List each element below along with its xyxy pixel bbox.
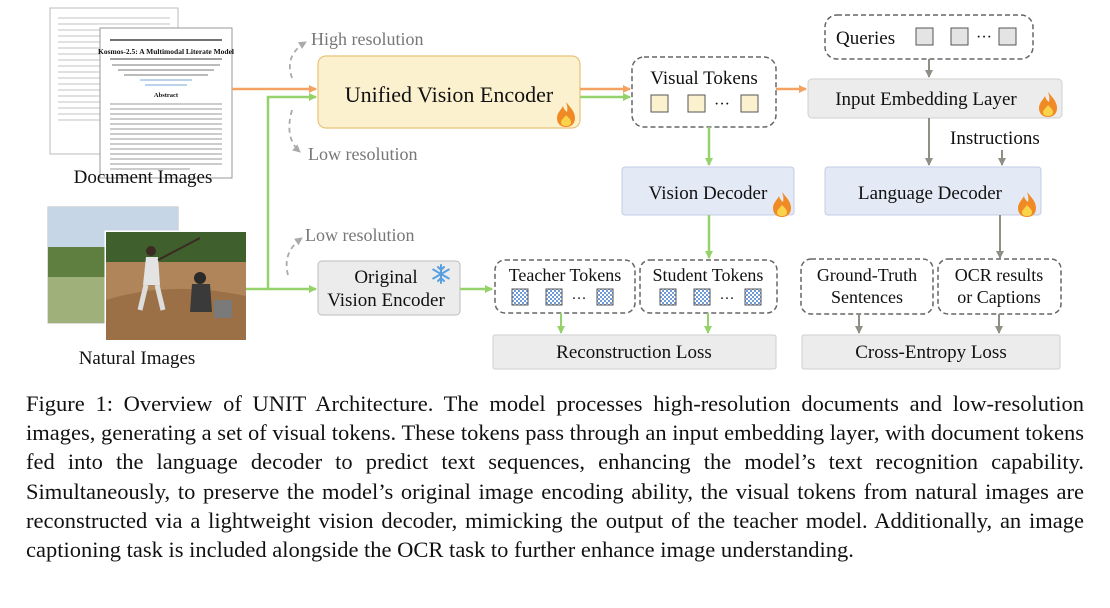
teacher-token bbox=[511, 288, 529, 306]
original-vision-encoder: Original Vision Encoder bbox=[317, 260, 461, 316]
doc-paper-section: Abstract bbox=[154, 92, 179, 99]
student-tokens-ellipsis: ··· bbox=[720, 291, 735, 307]
query-token bbox=[950, 27, 969, 46]
low-resolution-label-top: Low resolution bbox=[308, 144, 418, 164]
ground-truth-line2: Sentences bbox=[831, 287, 903, 307]
ocr-line2: or Captions bbox=[957, 287, 1041, 307]
ocr-results-or-captions: OCR results or Captions bbox=[937, 258, 1062, 315]
teacher-tokens: Teacher Tokens ··· bbox=[494, 259, 636, 314]
low-resolution-arc-bottom bbox=[285, 237, 303, 276]
original-encoder-line1: Original bbox=[354, 267, 417, 288]
student-tokens-label: Student Tokens bbox=[653, 265, 764, 285]
language-decoder: Language Decoder bbox=[824, 166, 1042, 217]
visual-token bbox=[650, 94, 669, 113]
cross-entropy-loss: Cross-Entropy Loss bbox=[801, 334, 1061, 370]
natural-images bbox=[47, 206, 248, 342]
unified-vision-encoder: Unified Vision Encoder bbox=[317, 55, 581, 129]
teacher-tokens-ellipsis: ··· bbox=[572, 291, 587, 307]
student-token bbox=[693, 288, 711, 306]
ground-truth-sentences: Ground-Truth Sentences bbox=[800, 258, 934, 315]
ground-truth-line1: Ground-Truth bbox=[817, 265, 917, 285]
reconstruction-loss: Reconstruction Loss bbox=[492, 334, 777, 370]
vision-decoder-label: Vision Decoder bbox=[649, 183, 768, 204]
low-resolution-label-bottom: Low resolution bbox=[305, 225, 415, 245]
student-token bbox=[659, 288, 677, 306]
original-encoder-line2: Vision Encoder bbox=[327, 290, 445, 311]
high-resolution-label: High resolution bbox=[311, 29, 424, 49]
instructions-label: Instructions bbox=[950, 128, 1040, 149]
teacher-tokens-label: Teacher Tokens bbox=[509, 265, 622, 285]
query-token bbox=[915, 27, 934, 46]
student-token bbox=[744, 288, 762, 306]
unified-vision-encoder-label: Unified Vision Encoder bbox=[345, 82, 554, 107]
snowflake-icon bbox=[432, 264, 450, 284]
high-resolution-arc bbox=[288, 41, 307, 79]
queries-ellipsis: ··· bbox=[976, 29, 992, 46]
ocr-line1: OCR results bbox=[955, 265, 1044, 285]
document-images: Kosmos-2.5: A Multimodal Literate Model … bbox=[49, 7, 234, 179]
input-embedding-label: Input Embedding Layer bbox=[835, 89, 1017, 110]
document-images-label: Document Images bbox=[74, 167, 213, 188]
language-decoder-label: Language Decoder bbox=[858, 183, 1003, 204]
vision-decoder: Vision Decoder bbox=[621, 166, 795, 217]
visual-token bbox=[740, 94, 759, 113]
visual-tokens: Visual Tokens ··· bbox=[631, 56, 777, 128]
input-embedding-layer: Input Embedding Layer bbox=[807, 78, 1063, 119]
natural-images-label: Natural Images bbox=[79, 348, 196, 369]
teacher-token bbox=[596, 288, 614, 306]
visual-tokens-label: Visual Tokens bbox=[650, 68, 757, 89]
query-token bbox=[998, 27, 1017, 46]
queries: Queries ··· bbox=[824, 14, 1034, 60]
low-resolution-arc-top bbox=[288, 109, 301, 153]
visual-token bbox=[687, 94, 706, 113]
queries-label: Queries bbox=[836, 28, 895, 49]
cross-entropy-loss-label: Cross-Entropy Loss bbox=[855, 342, 1006, 363]
arrow-natural-to-unified bbox=[246, 93, 317, 291]
architecture-diagram: Kosmos-2.5: A Multimodal Literate Model … bbox=[47, 7, 1063, 370]
student-tokens: Student Tokens ··· bbox=[639, 259, 778, 314]
teacher-token bbox=[545, 288, 563, 306]
visual-tokens-ellipsis: ··· bbox=[714, 96, 730, 113]
doc-paper-title: Kosmos-2.5: A Multimodal Literate Model bbox=[98, 47, 234, 56]
reconstruction-loss-label: Reconstruction Loss bbox=[556, 342, 712, 363]
figure-caption: Figure 1: Overview of UNIT Architecture.… bbox=[26, 391, 1084, 563]
